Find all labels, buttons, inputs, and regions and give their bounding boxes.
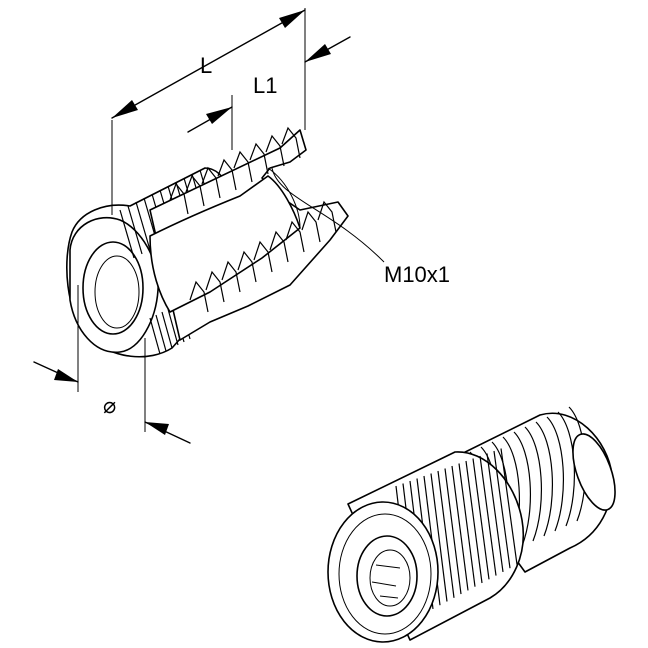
thread-tooth [269, 230, 289, 263]
head-knurl-ridge [479, 455, 497, 576]
head-knurl-ridge [458, 463, 476, 587]
thread-tooth [221, 260, 241, 293]
label-thread-spec: M10x1 [384, 262, 450, 287]
head-knurl-ridge [486, 453, 504, 572]
head-knurl-ridge [430, 473, 448, 602]
head-knurl-ridge [437, 470, 455, 598]
collar-ridge [135, 201, 151, 251]
head-knurl-ridge [444, 468, 462, 595]
head-knurl-ridge [472, 458, 490, 580]
thread-tooth [249, 142, 269, 175]
shank-thread-ridge [513, 431, 532, 547]
shank-thread-ridge [535, 421, 554, 537]
thread-tooth [233, 150, 253, 183]
head-knurl-ridge [451, 465, 469, 591]
inner-bore-surface [149, 175, 301, 313]
collar-ridge [161, 311, 173, 349]
head-bore [356, 535, 418, 617]
thread-tooth [205, 270, 225, 303]
thread-tooth [281, 126, 301, 159]
arrow-dia-left [54, 369, 78, 382]
shank-end [572, 433, 616, 511]
collar-ridge [149, 317, 161, 355]
thread-tooth [185, 174, 205, 207]
shank-thread-ridge [546, 416, 565, 532]
arrow-L-start [112, 100, 138, 118]
collar-ridge [127, 205, 143, 255]
collar-ridge [155, 314, 167, 352]
bore-thread-hint [371, 564, 401, 599]
thread-tooth [169, 182, 189, 215]
head-knurl-ridge [465, 460, 483, 584]
arrow-L1-left [206, 107, 232, 124]
arrow-L-end [279, 10, 305, 28]
thread-leader-line [271, 167, 385, 263]
head-face-chamfer [338, 513, 432, 635]
thread-tooth [189, 280, 209, 313]
dimension-lines [33, 8, 385, 444]
bore-inner [94, 255, 140, 329]
head-knurl-ridge [493, 450, 511, 569]
label-L1: L1 [253, 73, 277, 98]
shank-thread-ridge [524, 426, 543, 542]
arrow-L1-right [305, 44, 331, 62]
thread-tooth [201, 166, 221, 199]
dim-line-L [111, 9, 306, 119]
head-bore-inner [369, 549, 411, 607]
sectioned-insert [66, 126, 349, 358]
thread-tooth [301, 210, 321, 243]
thread-tooth [237, 250, 257, 283]
collar-ridge [167, 308, 179, 346]
thread-teeth-top [169, 126, 301, 215]
assembled-insert [327, 406, 616, 643]
thread-tooth [217, 158, 237, 191]
label-diameter: ⌀ [103, 393, 116, 418]
thread-tooth [253, 240, 273, 273]
head-knurl-ridge [500, 448, 518, 565]
collar-ridge [119, 209, 135, 259]
bore-opening [82, 241, 144, 335]
arrow-dia-right [145, 422, 169, 435]
label-L: L [200, 53, 212, 78]
thread-tooth [265, 134, 285, 167]
thread-tooth [285, 220, 305, 253]
